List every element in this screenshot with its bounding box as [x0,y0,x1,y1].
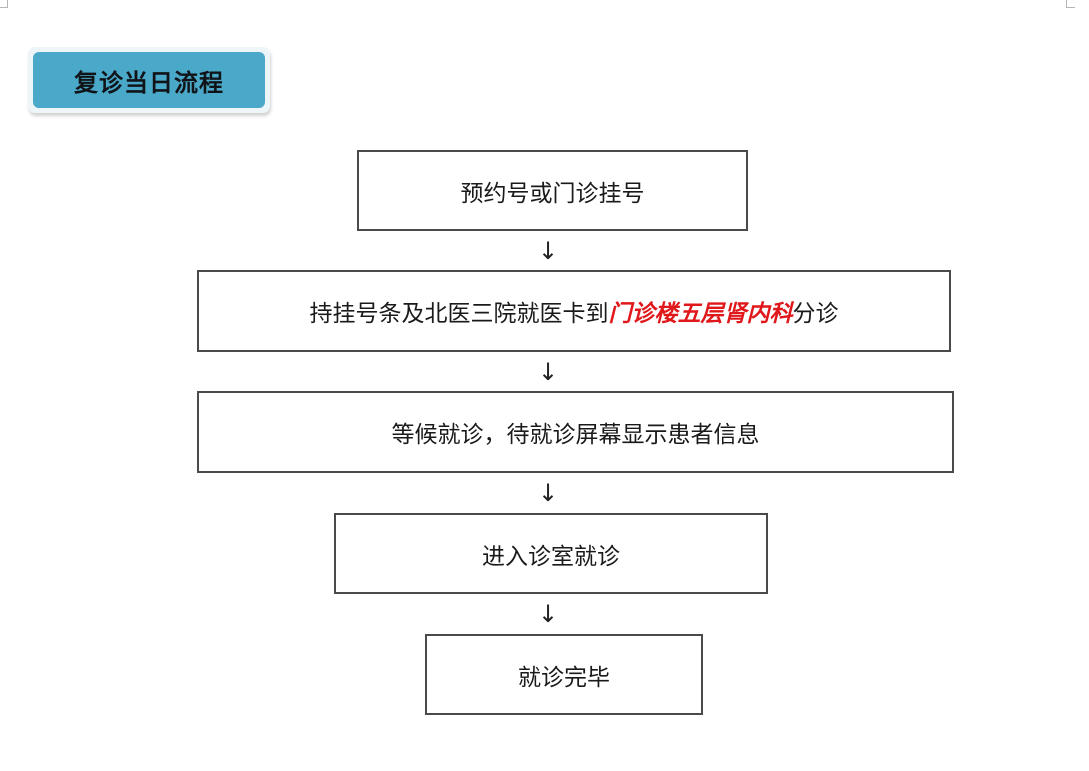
step-label: 持挂号条及北医三院就医卡到门诊楼五层肾内科分诊 [309,301,839,327]
page-corner-mark-right [1066,0,1075,8]
highlighted-location: 门诊楼五层肾内科 [608,301,793,327]
flow-step-register: 预约号或门诊挂号 [357,150,748,231]
arrow-down-icon: ↓ [537,237,559,265]
flow-step-wait: 等候就诊，待就诊屏幕显示患者信息 [197,391,954,473]
flow-step-triage: 持挂号条及北医三院就医卡到门诊楼五层肾内科分诊 [197,270,951,352]
step-label: 等候就诊，待就诊屏幕显示患者信息 [391,422,760,448]
page-title: 复诊当日流程 [33,52,265,108]
step-label: 预约号或门诊挂号 [460,180,645,207]
page-corner-mark-left [0,0,8,8]
flow-step-consult: 进入诊室就诊 [334,513,768,594]
arrow-down-icon: ↓ [537,479,559,507]
flow-step-complete: 就诊完毕 [425,634,703,715]
arrow-down-icon: ↓ [537,358,559,386]
step-label: 进入诊室就诊 [482,543,620,570]
arrow-down-icon: ↓ [537,600,559,628]
step-label: 就诊完毕 [518,664,610,691]
